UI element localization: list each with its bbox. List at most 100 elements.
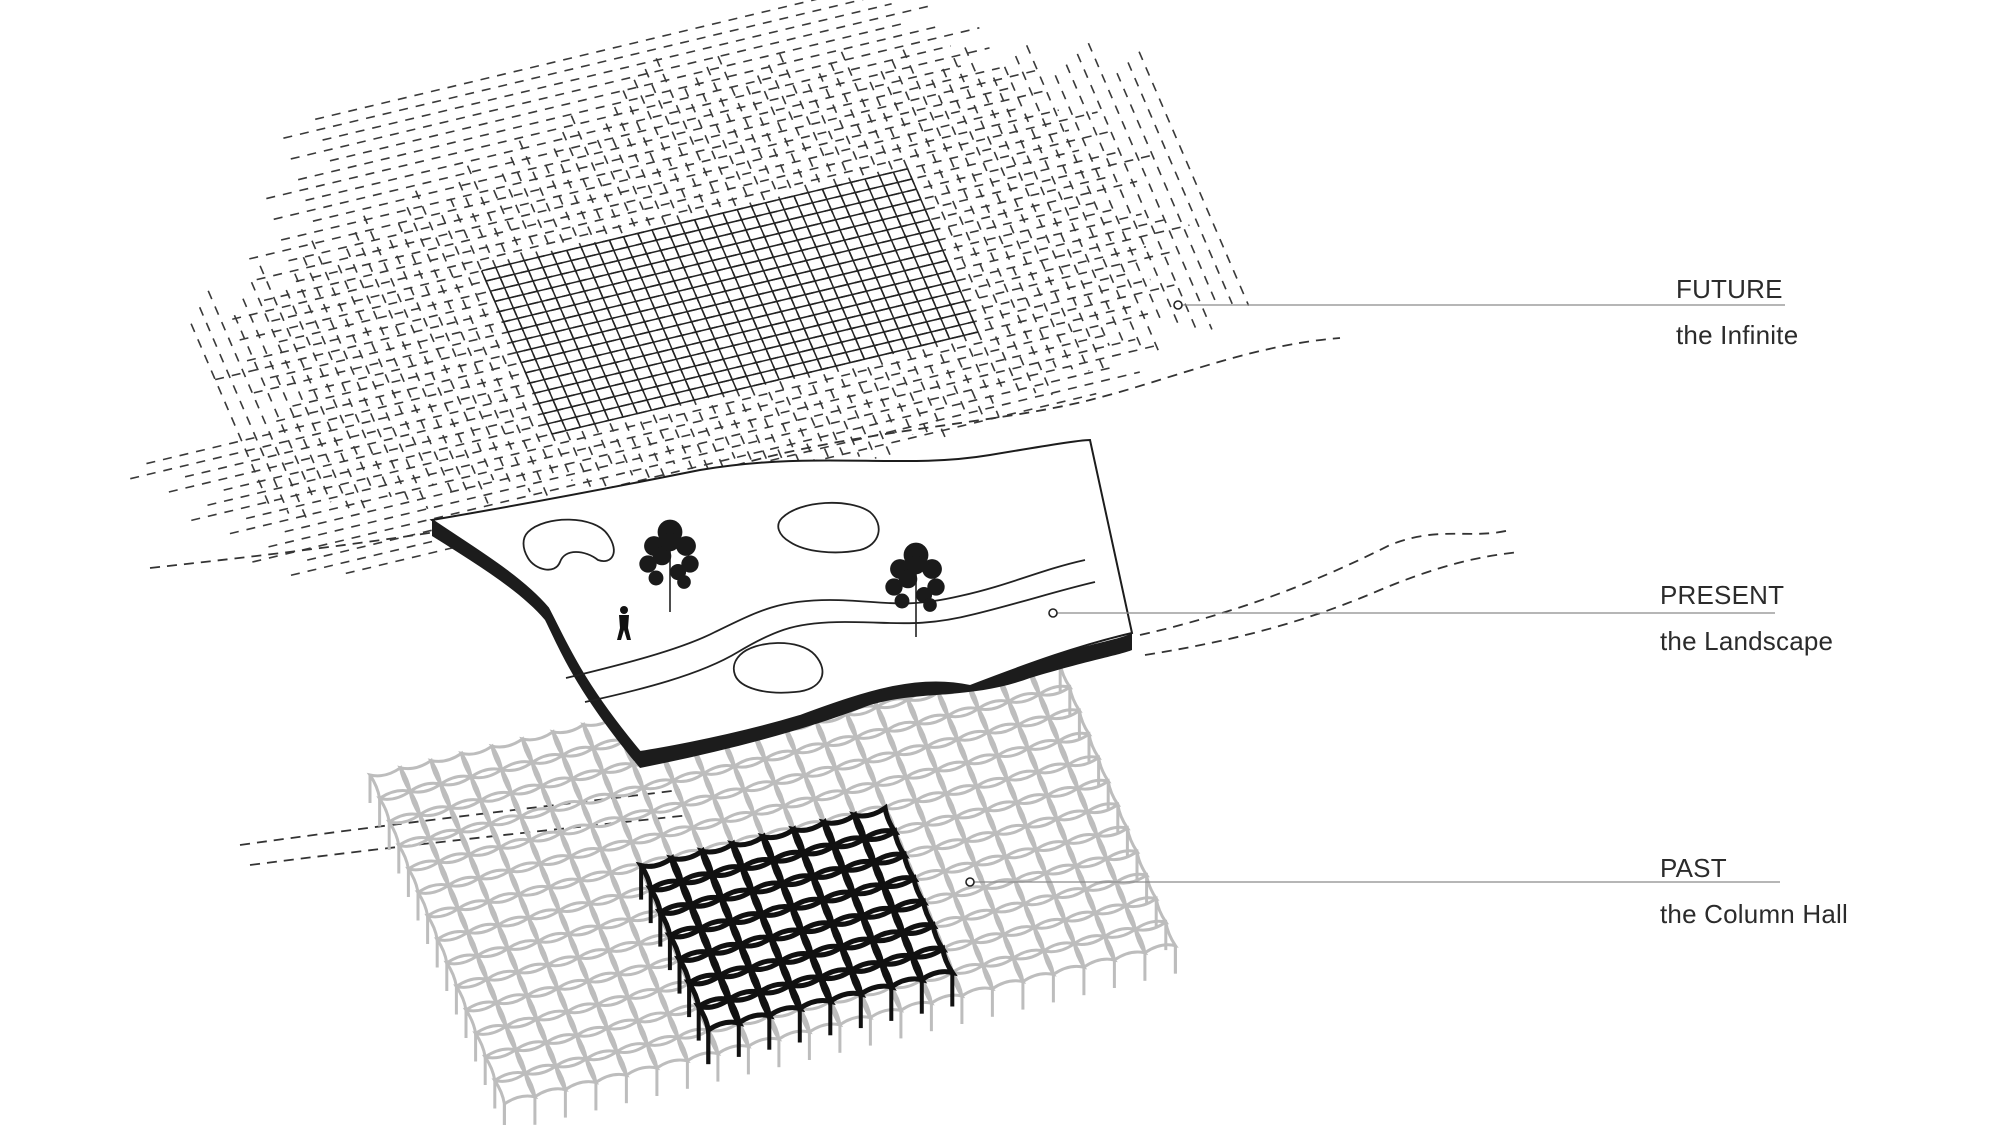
grid-line [397,223,513,487]
core-grid-line [821,188,894,353]
grid-line [1138,51,1250,307]
grid-line [441,214,555,476]
present-heading: PRESENT [1660,580,1785,610]
grid-line [354,231,471,498]
grid-line [290,5,931,160]
grid-line [414,190,550,499]
grid-line [1116,72,1217,303]
grid-line [931,79,1057,368]
grid-line [458,181,592,488]
core-grid-line [850,182,922,346]
pond-icon [777,501,880,554]
grid-line [389,239,495,481]
grid-line [1076,53,1197,328]
grid-line [305,45,951,202]
grid-line [613,106,773,471]
core-grid-line [835,185,908,350]
grid-line [250,281,350,509]
future-subtitle: the Infinite [1676,320,1799,350]
grid-line [268,338,1136,548]
foliage [681,555,699,573]
foliage [676,536,696,556]
grid-line [285,289,374,492]
pond-icon [522,518,615,571]
grid-line [406,206,531,493]
leader-dots [965,300,1183,887]
core-grid-line [807,192,880,357]
grid-line [605,123,754,465]
grid-line [953,57,1090,372]
landscape-path [565,559,1086,679]
grid-line [311,240,429,510]
grid-line [633,79,807,479]
grid-line [655,58,840,483]
grid-line [253,180,1138,394]
past-subtitle: the Column Hall [1660,899,1848,929]
grid-line [146,218,1166,465]
grid-line [252,344,1160,563]
foliage [660,532,680,552]
grid-line [249,69,1039,260]
grid-line [288,87,1011,262]
grid-line [1025,44,1160,352]
present-subtitle: the Landscape [1660,626,1834,656]
core-grid-line [722,212,795,377]
grid-line [942,68,1074,370]
core-grid-line [580,246,653,411]
terrain-dashed-contours [149,337,1521,866]
grid-line [292,207,1118,407]
foliage [898,569,918,589]
core-grid-line [622,236,695,401]
grid-line [1014,55,1143,350]
past-heading: PAST [1660,853,1727,883]
foliage [922,559,942,579]
leader-lines [970,304,1785,883]
core-grid-line [651,229,724,394]
grid-line [964,47,1107,374]
core-grid-line [793,195,866,360]
core-grid-line [693,219,766,384]
grid-line [322,3,892,141]
core-grid-line [779,199,851,363]
core-grid-line [679,222,752,387]
core-grid-line [509,263,582,428]
grid-line [312,65,962,222]
grid-line [1087,42,1213,330]
grid-line [544,164,676,465]
core-grid-line [480,270,553,435]
grid-line [706,66,877,459]
core-grid-line [665,226,738,391]
slab-surface [429,438,1134,754]
foliage [906,555,926,575]
grid-line [233,314,314,497]
future-heading: FUTURE [1676,274,1783,304]
person-icon [617,606,631,640]
grid-line [283,0,865,139]
grid-line [840,51,1000,418]
present-landscape-slab [429,438,1134,768]
grid-line [315,0,818,121]
foliage [894,593,910,609]
grid-line [1003,66,1127,348]
pond-icon [732,642,824,694]
column-hall-remnant [635,803,958,1065]
grid-line [294,273,392,498]
foliage [652,546,672,566]
core-grid-line [864,178,937,343]
core-grid-line [523,260,596,425]
grid-line [1054,75,1164,325]
grid-line [207,290,308,520]
grid-line [337,264,434,486]
core-grid-line [764,202,837,367]
grid-line [501,173,634,476]
core-grid-line [637,233,709,397]
foliage [648,570,664,586]
core-grid-line [594,243,667,408]
grid-line [869,81,1004,390]
grid-line [1065,64,1180,326]
grid-line [190,323,272,508]
core-grid-line [750,205,823,370]
grid-line [259,265,368,515]
tree-icon [639,519,699,612]
